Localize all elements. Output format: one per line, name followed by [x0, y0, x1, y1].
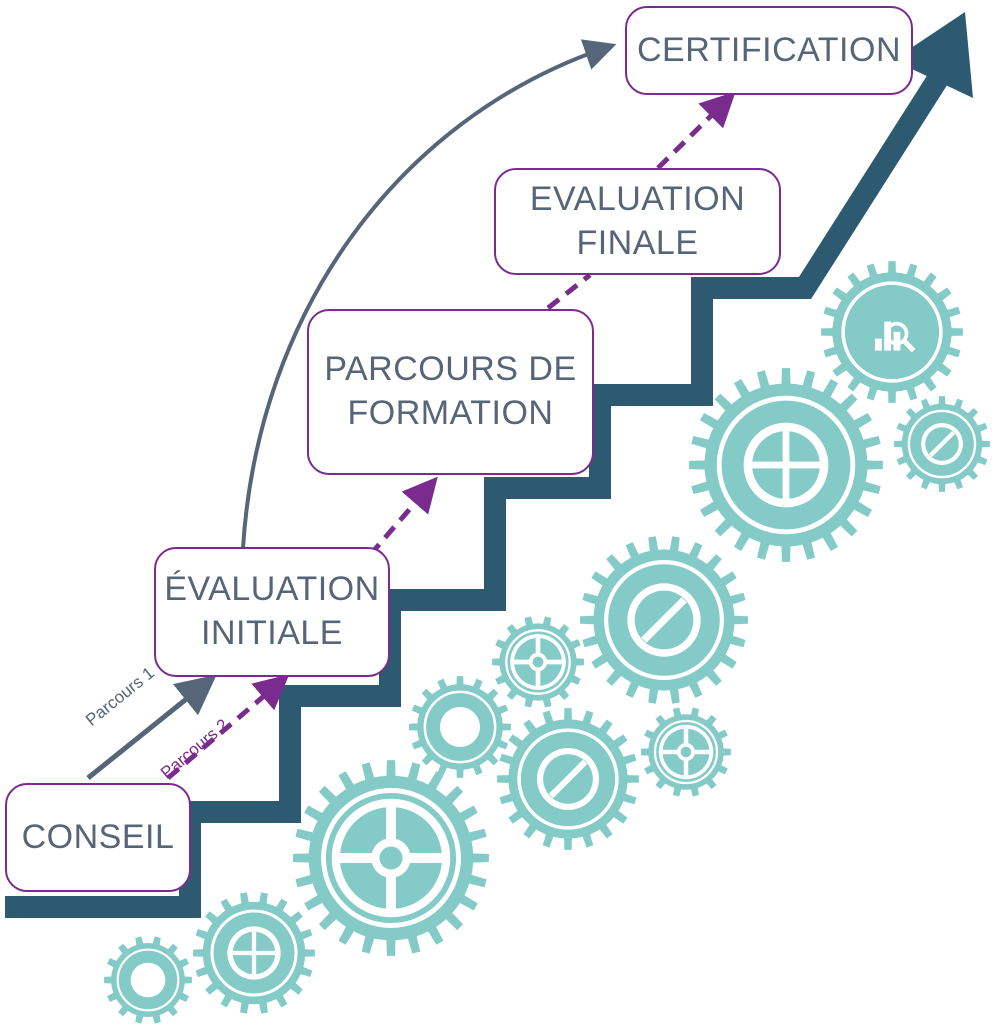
gear-icon	[293, 760, 489, 956]
step-evaluation-finale: EVALUATION FINALE	[494, 168, 781, 275]
gear-icon	[689, 368, 883, 562]
staircase-arrow-head-icon	[893, 12, 973, 98]
gear-icon	[580, 536, 748, 704]
gear-icon	[193, 892, 315, 1014]
parcours-1-arrow	[86, 674, 217, 780]
step-evaluation-initiale: ÉVALUATION INITIALE	[154, 547, 390, 677]
gear-icon	[821, 261, 963, 403]
step-parcours-formation: PARCOURS DE FORMATION	[307, 309, 594, 475]
gear-icon	[497, 708, 639, 850]
arrow-initiale-to-formation	[368, 476, 438, 557]
gears-group	[104, 261, 990, 1024]
arrow-finale-to-certification	[656, 91, 736, 170]
gear-icon	[104, 936, 192, 1024]
gear-icon	[641, 707, 731, 797]
gear-icon	[409, 676, 511, 778]
gear-icon	[894, 396, 990, 492]
gear-icon	[492, 616, 584, 708]
parcours-2-arrow	[166, 674, 290, 780]
step-certification: CERTIFICATION	[625, 6, 913, 95]
arrow-formation-to-finale	[546, 273, 592, 310]
step-conseil: CONSEIL	[5, 783, 191, 892]
staircase-arrow	[5, 54, 960, 918]
curved-arrow-to-certification	[241, 39, 617, 549]
